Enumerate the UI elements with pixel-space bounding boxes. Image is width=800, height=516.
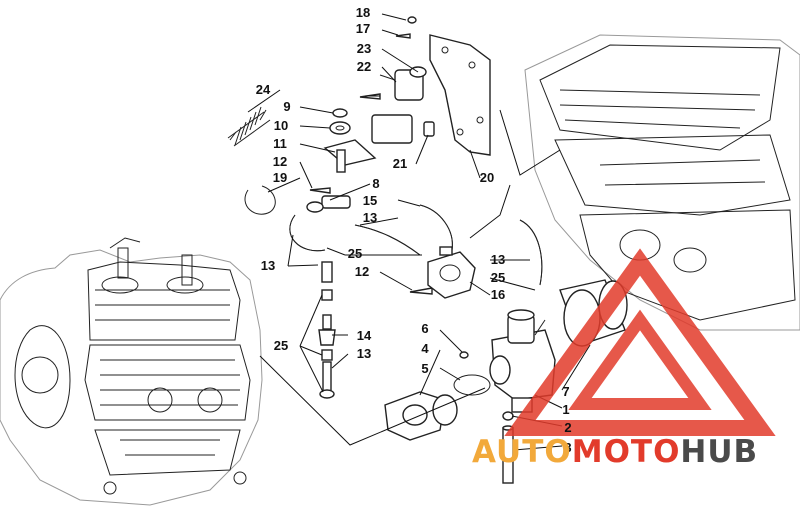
watermark-logo [504,248,776,436]
callout-12: 12 [355,264,369,279]
callout-21: 21 [393,156,407,171]
leader-lines [247,13,591,451]
valve-and-washers [306,108,377,213]
callout-23: 23 [357,41,371,56]
callout-8: 8 [372,176,379,191]
spring [227,106,271,147]
callout-13: 13 [357,346,371,361]
drain-tube [502,411,514,484]
mounting-bracket [429,34,491,156]
callout-15: 15 [363,193,377,208]
callout-4: 4 [421,341,429,356]
callout-18: 18 [356,5,370,20]
intake-flange [384,351,491,441]
callout-13: 13 [363,210,377,225]
watermark-hub: HUB [680,434,759,470]
callout-2: 2 [564,420,571,435]
callout-22: 22 [357,59,371,74]
callout-25: 25 [491,270,505,285]
callout-10: 10 [274,118,288,133]
callout-13: 13 [261,258,275,273]
hose-clamp [244,185,276,215]
carburetor [489,309,556,413]
callout-24: 24 [256,82,271,97]
callout-5: 5 [421,361,428,376]
callout-17: 17 [356,21,370,36]
callout-3: 3 [564,440,571,455]
callout-25: 25 [274,338,288,353]
callout-16: 16 [491,287,505,302]
callout-9: 9 [283,99,290,114]
airbox-assembly [524,34,800,331]
callout-25: 25 [348,246,362,261]
engine-block [0,237,263,506]
watermark-text: AUTOMOTOHUB [472,434,758,470]
callout-6: 6 [421,321,428,336]
callout-14: 14 [357,328,372,343]
fuel-hoses [289,204,543,286]
callout-20: 20 [480,170,494,185]
callout-12: 12 [273,154,287,169]
callout-13: 13 [491,252,505,267]
callout-1: 1 [562,402,569,417]
callout-7: 7 [562,384,569,399]
watermark-auto: AUTO [472,434,572,470]
callout-11: 11 [273,136,287,151]
primer-solenoid [371,66,435,144]
watermark-moto: MOTO [571,434,681,470]
fuel-pump [427,246,476,299]
callout-19: 19 [273,170,287,185]
fuel-line-and-filter [318,261,336,399]
